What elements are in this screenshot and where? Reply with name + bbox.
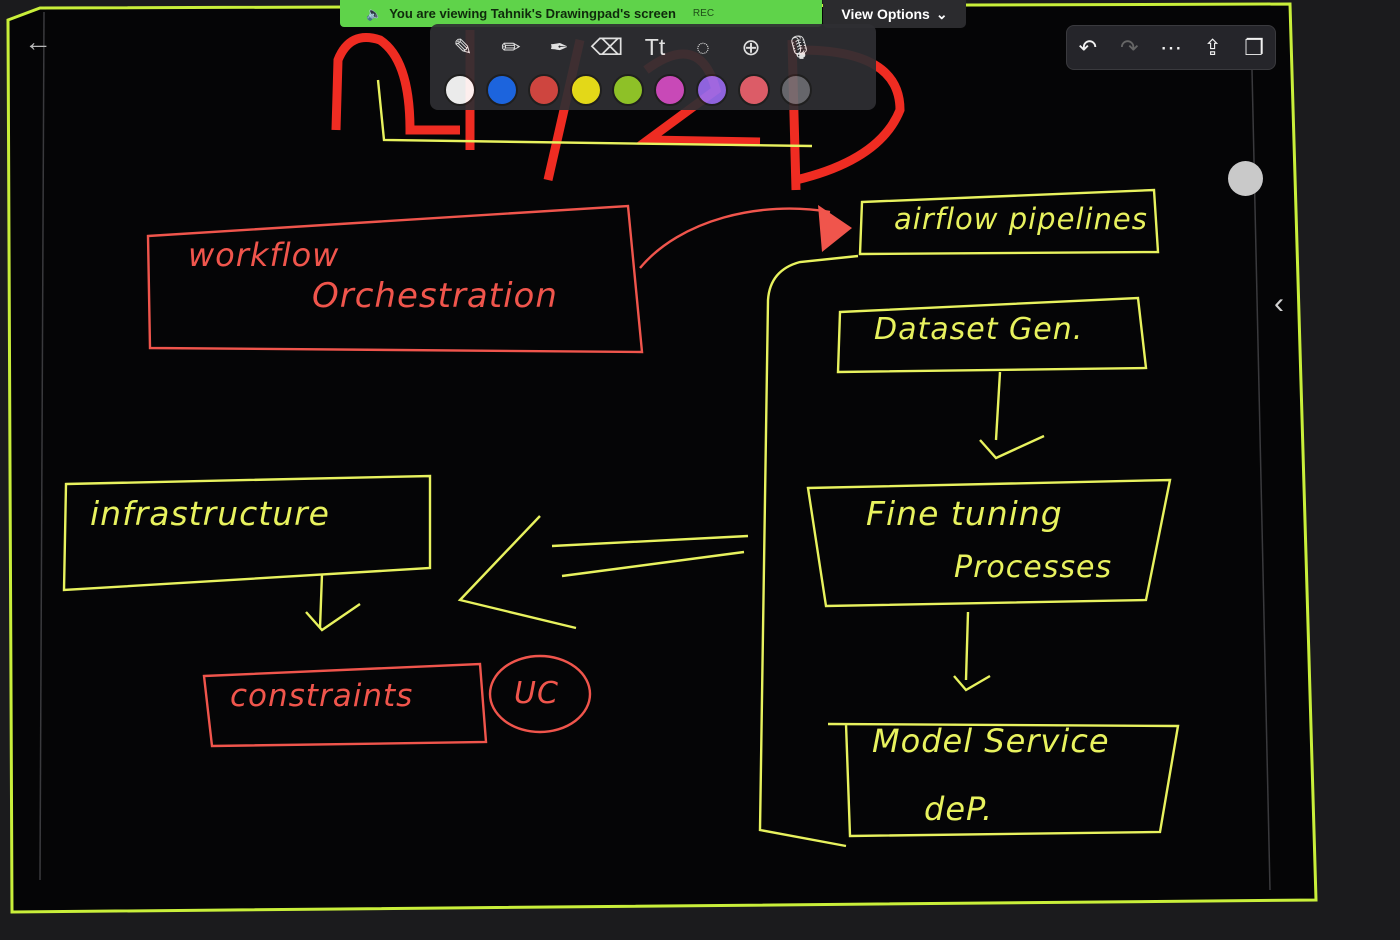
swatch-yellow[interactable] bbox=[570, 74, 602, 106]
constraints-box bbox=[202, 662, 488, 748]
add-icon[interactable]: ⊕ bbox=[741, 34, 761, 60]
board-left-guide bbox=[39, 11, 45, 881]
dataset-label: Dataset Gen. bbox=[874, 312, 1084, 347]
workflow-label-2: Orchestration bbox=[312, 276, 558, 316]
board-right-guide bbox=[1251, 69, 1271, 891]
eraser-icon[interactable]: ⌫ bbox=[590, 34, 624, 60]
swatch-pink[interactable] bbox=[654, 74, 686, 106]
text-icon[interactable]: Tt bbox=[644, 34, 666, 60]
pencil-icon[interactable]: ✏ bbox=[501, 34, 521, 60]
constraints-label: constraints bbox=[230, 678, 414, 714]
workflow-label-1: workflow bbox=[188, 236, 340, 274]
workflow-box bbox=[146, 204, 644, 354]
more-icon[interactable]: ⋯ bbox=[1159, 34, 1182, 60]
collapse-panel-icon[interactable]: ‹ bbox=[1274, 287, 1284, 320]
airflow-label: airflow pipelines bbox=[894, 202, 1148, 236]
drawing-toolbar: ✎ ✏ ✒ ⌫ Tt ◌ ⊕ 🎙 bbox=[430, 24, 876, 110]
infra-arrow bbox=[305, 573, 361, 632]
marker-icon[interactable]: ✒ bbox=[549, 34, 569, 60]
workflow-arrowhead bbox=[818, 205, 852, 252]
top-box-edge bbox=[376, 79, 813, 148]
rec-label: REC bbox=[692, 8, 715, 19]
uc-circle bbox=[488, 654, 592, 734]
finetune-label-1: Fine tuning bbox=[866, 494, 1063, 533]
model-label-2: deP. bbox=[924, 790, 994, 828]
view-options-label: View Options bbox=[841, 6, 930, 22]
swatch-white[interactable] bbox=[444, 74, 476, 106]
swatch-blue[interactable] bbox=[486, 74, 518, 106]
big-arrow-shaft bbox=[551, 534, 749, 578]
speaker-icon: 🔈 bbox=[366, 5, 383, 21]
sharing-banner: 🔈 You are viewing Tahnik's Drawingpad's … bbox=[340, 0, 822, 27]
infra-label: infrastructure bbox=[90, 494, 330, 533]
swatch-green[interactable] bbox=[612, 74, 644, 106]
dataset-box bbox=[836, 296, 1148, 374]
back-arrow-icon[interactable]: ← bbox=[24, 26, 52, 57]
model-box bbox=[827, 722, 1180, 838]
tool-row: ✎ ✏ ✒ ⌫ Tt ◌ ⊕ 🎙 bbox=[444, 30, 818, 64]
finetune-label-2: Processes bbox=[954, 550, 1113, 585]
view-options-button[interactable]: View Options ⌄ bbox=[823, 0, 966, 28]
finetune-arrow bbox=[953, 611, 991, 692]
airflow-box bbox=[858, 188, 1160, 256]
right-toolbar: ↶ ↷ ⋯ ⇪ ❐ bbox=[1066, 25, 1276, 70]
finetune-box bbox=[806, 478, 1172, 608]
copy-icon[interactable]: ❐ bbox=[1244, 34, 1265, 60]
chevron-down-icon: ⌄ bbox=[935, 5, 948, 22]
workflow-arrow bbox=[639, 207, 831, 269]
swatch-purple[interactable] bbox=[696, 74, 728, 106]
dataset-arrow bbox=[979, 371, 1045, 460]
swatch-salmon[interactable] bbox=[738, 74, 770, 106]
scroll-handle[interactable] bbox=[1228, 161, 1263, 196]
color-row bbox=[444, 74, 812, 106]
model-label-1: Model Service bbox=[872, 722, 1110, 760]
big-arrow-head bbox=[457, 515, 577, 630]
board-border bbox=[6, 2, 1318, 914]
mic-icon[interactable]: 🎙 bbox=[784, 34, 814, 60]
pen-icon[interactable]: ✎ bbox=[453, 34, 473, 60]
undo-icon[interactable]: ↶ bbox=[1078, 34, 1098, 60]
lasso-icon[interactable]: ◌ bbox=[696, 34, 710, 60]
infra-box bbox=[62, 474, 432, 592]
swatch-gray[interactable] bbox=[780, 74, 812, 106]
uc-label: UC bbox=[514, 676, 559, 711]
export-icon[interactable]: ⇪ bbox=[1203, 34, 1222, 60]
redo-icon[interactable]: ↷ bbox=[1120, 34, 1139, 60]
viewing-text: You are viewing Tahnik's Drawingpad's sc… bbox=[389, 6, 676, 21]
swatch-red[interactable] bbox=[528, 74, 560, 106]
pipeline-bracket bbox=[758, 254, 859, 848]
